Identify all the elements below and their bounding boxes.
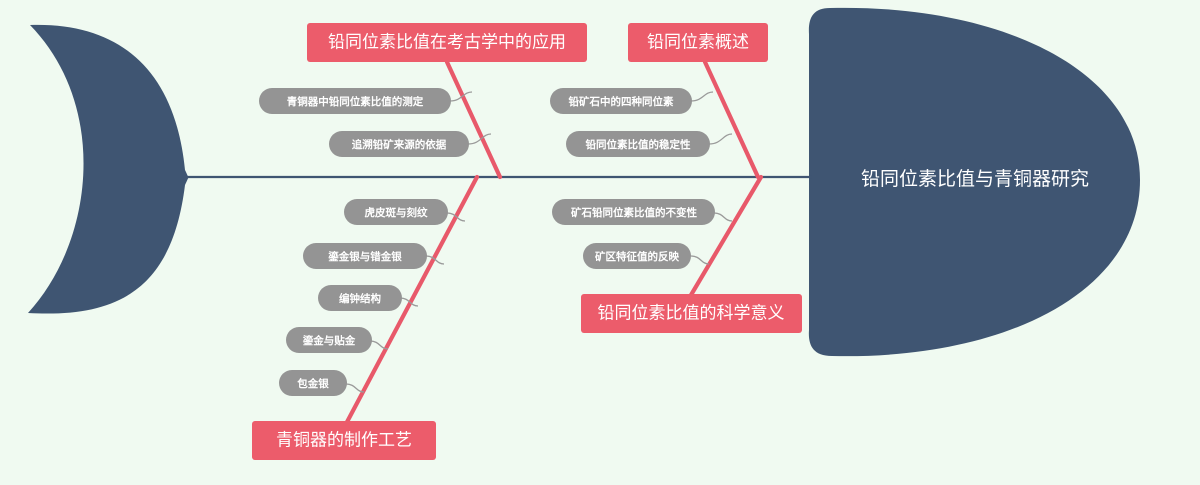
category-label-craft: 青铜器的制作工艺 — [276, 430, 412, 449]
category-box-overview[interactable] — [628, 23, 768, 62]
fish-tail — [28, 24, 190, 314]
connector-overview-1 — [708, 133, 733, 145]
item-pill-significance-0[interactable] — [552, 199, 715, 225]
connector-significance-0 — [713, 212, 733, 222]
item-label-overview-1: 铅同位素比值的稳定性 — [586, 138, 691, 151]
item-label-craft-0: 虎皮斑与刻纹 — [365, 206, 428, 219]
item-label-significance-0: 矿石铅同位素比值的不变性 — [571, 206, 697, 219]
category-box-application[interactable] — [307, 23, 587, 62]
item-label-significance-1: 矿区特征值的反映 — [595, 250, 679, 263]
item-pill-craft-2[interactable] — [318, 285, 402, 311]
item-pill-craft-3[interactable] — [286, 327, 372, 353]
branch-craft: 青铜器的制作工艺 虎皮斑与刻纹 鎏金银与错金银 编钟结构 鎏金与贴金 包金银 — [252, 174, 480, 460]
connector-overview-0 — [690, 91, 714, 102]
bone-overview — [702, 59, 761, 180]
connector-application-1 — [467, 133, 492, 145]
branch-overview: 铅同位素概述 铅矿石中的四种同位素 铅同位素比值的稳定性 — [550, 23, 768, 180]
branch-significance: 铅同位素比值的科学意义 矿石铅同位素比值的不变性 矿区特征值的反映 — [552, 174, 802, 333]
category-label-overview: 铅同位素概述 — [647, 32, 749, 51]
item-pill-craft-0[interactable] — [344, 199, 448, 225]
item-pill-application-0[interactable] — [259, 88, 451, 114]
item-pill-overview-0[interactable] — [550, 88, 692, 114]
connector-craft-2 — [399, 297, 419, 307]
item-pill-overview-1[interactable] — [566, 131, 710, 157]
item-label-application-0: 青铜器中铅同位素比值的测定 — [287, 95, 424, 108]
item-label-overview-0: 铅矿石中的四种同位素 — [569, 95, 674, 108]
connector-application-0 — [449, 91, 473, 102]
item-pill-application-1[interactable] — [329, 131, 469, 157]
category-label-application: 铅同位素比值在考古学中的应用 — [328, 32, 566, 51]
connector-craft-4 — [345, 383, 365, 393]
bone-significance — [688, 174, 764, 298]
item-pill-craft-4[interactable] — [279, 370, 347, 396]
item-label-craft-1: 鎏金银与错金银 — [328, 250, 402, 263]
branch-application: 铅同位素比值在考古学中的应用 青铜器中铅同位素比值的测定 追溯铅矿来源的依据 — [259, 23, 587, 180]
page-title: 铅同位素比值与青铜器研究 — [861, 168, 1089, 190]
item-label-craft-3: 鎏金与贴金 — [303, 334, 356, 347]
fish-head — [808, 7, 1140, 357]
bone-application — [444, 59, 503, 180]
item-pill-craft-1[interactable] — [303, 243, 427, 269]
item-label-application-1: 追溯铅矿来源的依据 — [352, 138, 447, 151]
category-box-significance[interactable] — [581, 294, 802, 333]
bone-craft — [344, 174, 480, 425]
connector-craft-3 — [369, 340, 389, 350]
connector-craft-0 — [446, 212, 466, 222]
category-box-craft[interactable] — [252, 421, 436, 460]
connector-significance-1 — [690, 255, 710, 265]
connector-craft-1 — [425, 255, 445, 265]
item-pill-significance-1[interactable] — [583, 243, 691, 269]
item-label-craft-4: 包金银 — [297, 377, 329, 390]
item-label-craft-2: 编钟结构 — [339, 292, 381, 305]
category-label-significance: 铅同位素比值的科学意义 — [598, 303, 785, 322]
